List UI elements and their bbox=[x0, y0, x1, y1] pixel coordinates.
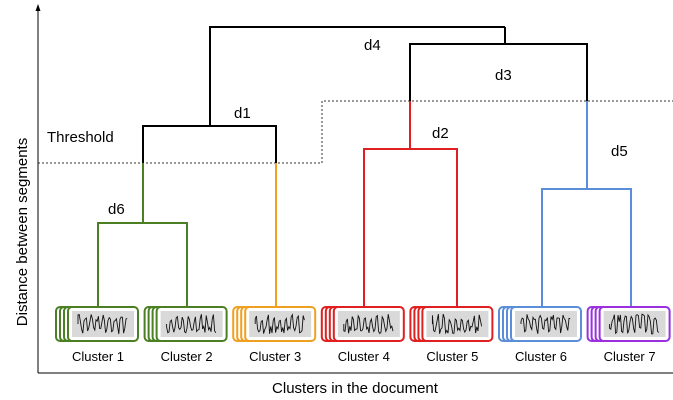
cluster-label: Cluster 1 bbox=[72, 349, 124, 364]
branch-d4 bbox=[209, 26, 505, 101]
cluster-label: Cluster 2 bbox=[161, 349, 213, 364]
cluster-label: Cluster 5 bbox=[426, 349, 478, 364]
cluster-stack: Cluster 7 bbox=[586, 306, 671, 364]
x-axis-title: Clusters in the document bbox=[272, 380, 439, 397]
waveform-icon bbox=[166, 314, 217, 334]
dendrogram-branches bbox=[97, 26, 632, 308]
waveform-icon bbox=[254, 313, 305, 334]
cluster-stack: Cluster 5 bbox=[409, 306, 494, 364]
label-d2: d2 bbox=[432, 125, 449, 142]
y-axis-arrow-icon bbox=[35, 4, 41, 11]
waveform-background bbox=[249, 311, 312, 337]
cluster-stack: Cluster 3 bbox=[232, 306, 317, 364]
cluster-label: Cluster 6 bbox=[515, 349, 567, 364]
threshold-line bbox=[38, 100, 673, 164]
waveform-background bbox=[160, 311, 223, 337]
branch-d5 bbox=[541, 101, 632, 308]
branch-d3 bbox=[409, 27, 588, 101]
branch-d6 bbox=[97, 163, 188, 308]
branch-d1 bbox=[142, 101, 277, 163]
label-d3: d3 bbox=[495, 67, 512, 84]
waveform-icon bbox=[431, 313, 483, 335]
y-axis-title: Distance between segments bbox=[14, 138, 31, 326]
waveform-icon bbox=[520, 314, 571, 334]
waveform-background bbox=[337, 311, 400, 337]
waveform-background bbox=[603, 311, 666, 337]
waveform-background bbox=[515, 311, 577, 337]
distance-labels: d1 d2 d3 d4 d5 d6 bbox=[108, 37, 628, 218]
label-d6: d6 bbox=[108, 201, 125, 218]
waveform-icon bbox=[77, 314, 128, 335]
cluster-stack: Cluster 1 bbox=[55, 306, 139, 364]
cluster-stacks: Cluster 1 Cluster 2 Cluster 3 Cluster 4 Clus… bbox=[55, 306, 671, 364]
label-d4: d4 bbox=[364, 37, 381, 54]
threshold-label: Threshold bbox=[47, 129, 114, 146]
cluster-label: Cluster 4 bbox=[338, 349, 390, 364]
cluster-label: Cluster 3 bbox=[249, 349, 301, 364]
waveform-background bbox=[72, 311, 134, 337]
branch-d2 bbox=[363, 101, 458, 308]
label-d1: d1 bbox=[234, 105, 251, 122]
waveform-icon bbox=[343, 314, 394, 335]
waveform-icon bbox=[609, 313, 660, 335]
cluster-label: Cluster 7 bbox=[604, 349, 656, 364]
axes bbox=[35, 4, 673, 374]
cluster-stack: Cluster 4 bbox=[320, 306, 405, 364]
cluster-stack: Cluster 2 bbox=[143, 306, 228, 364]
cluster-stack: Cluster 6 bbox=[498, 306, 582, 364]
label-d5: d5 bbox=[611, 143, 628, 160]
